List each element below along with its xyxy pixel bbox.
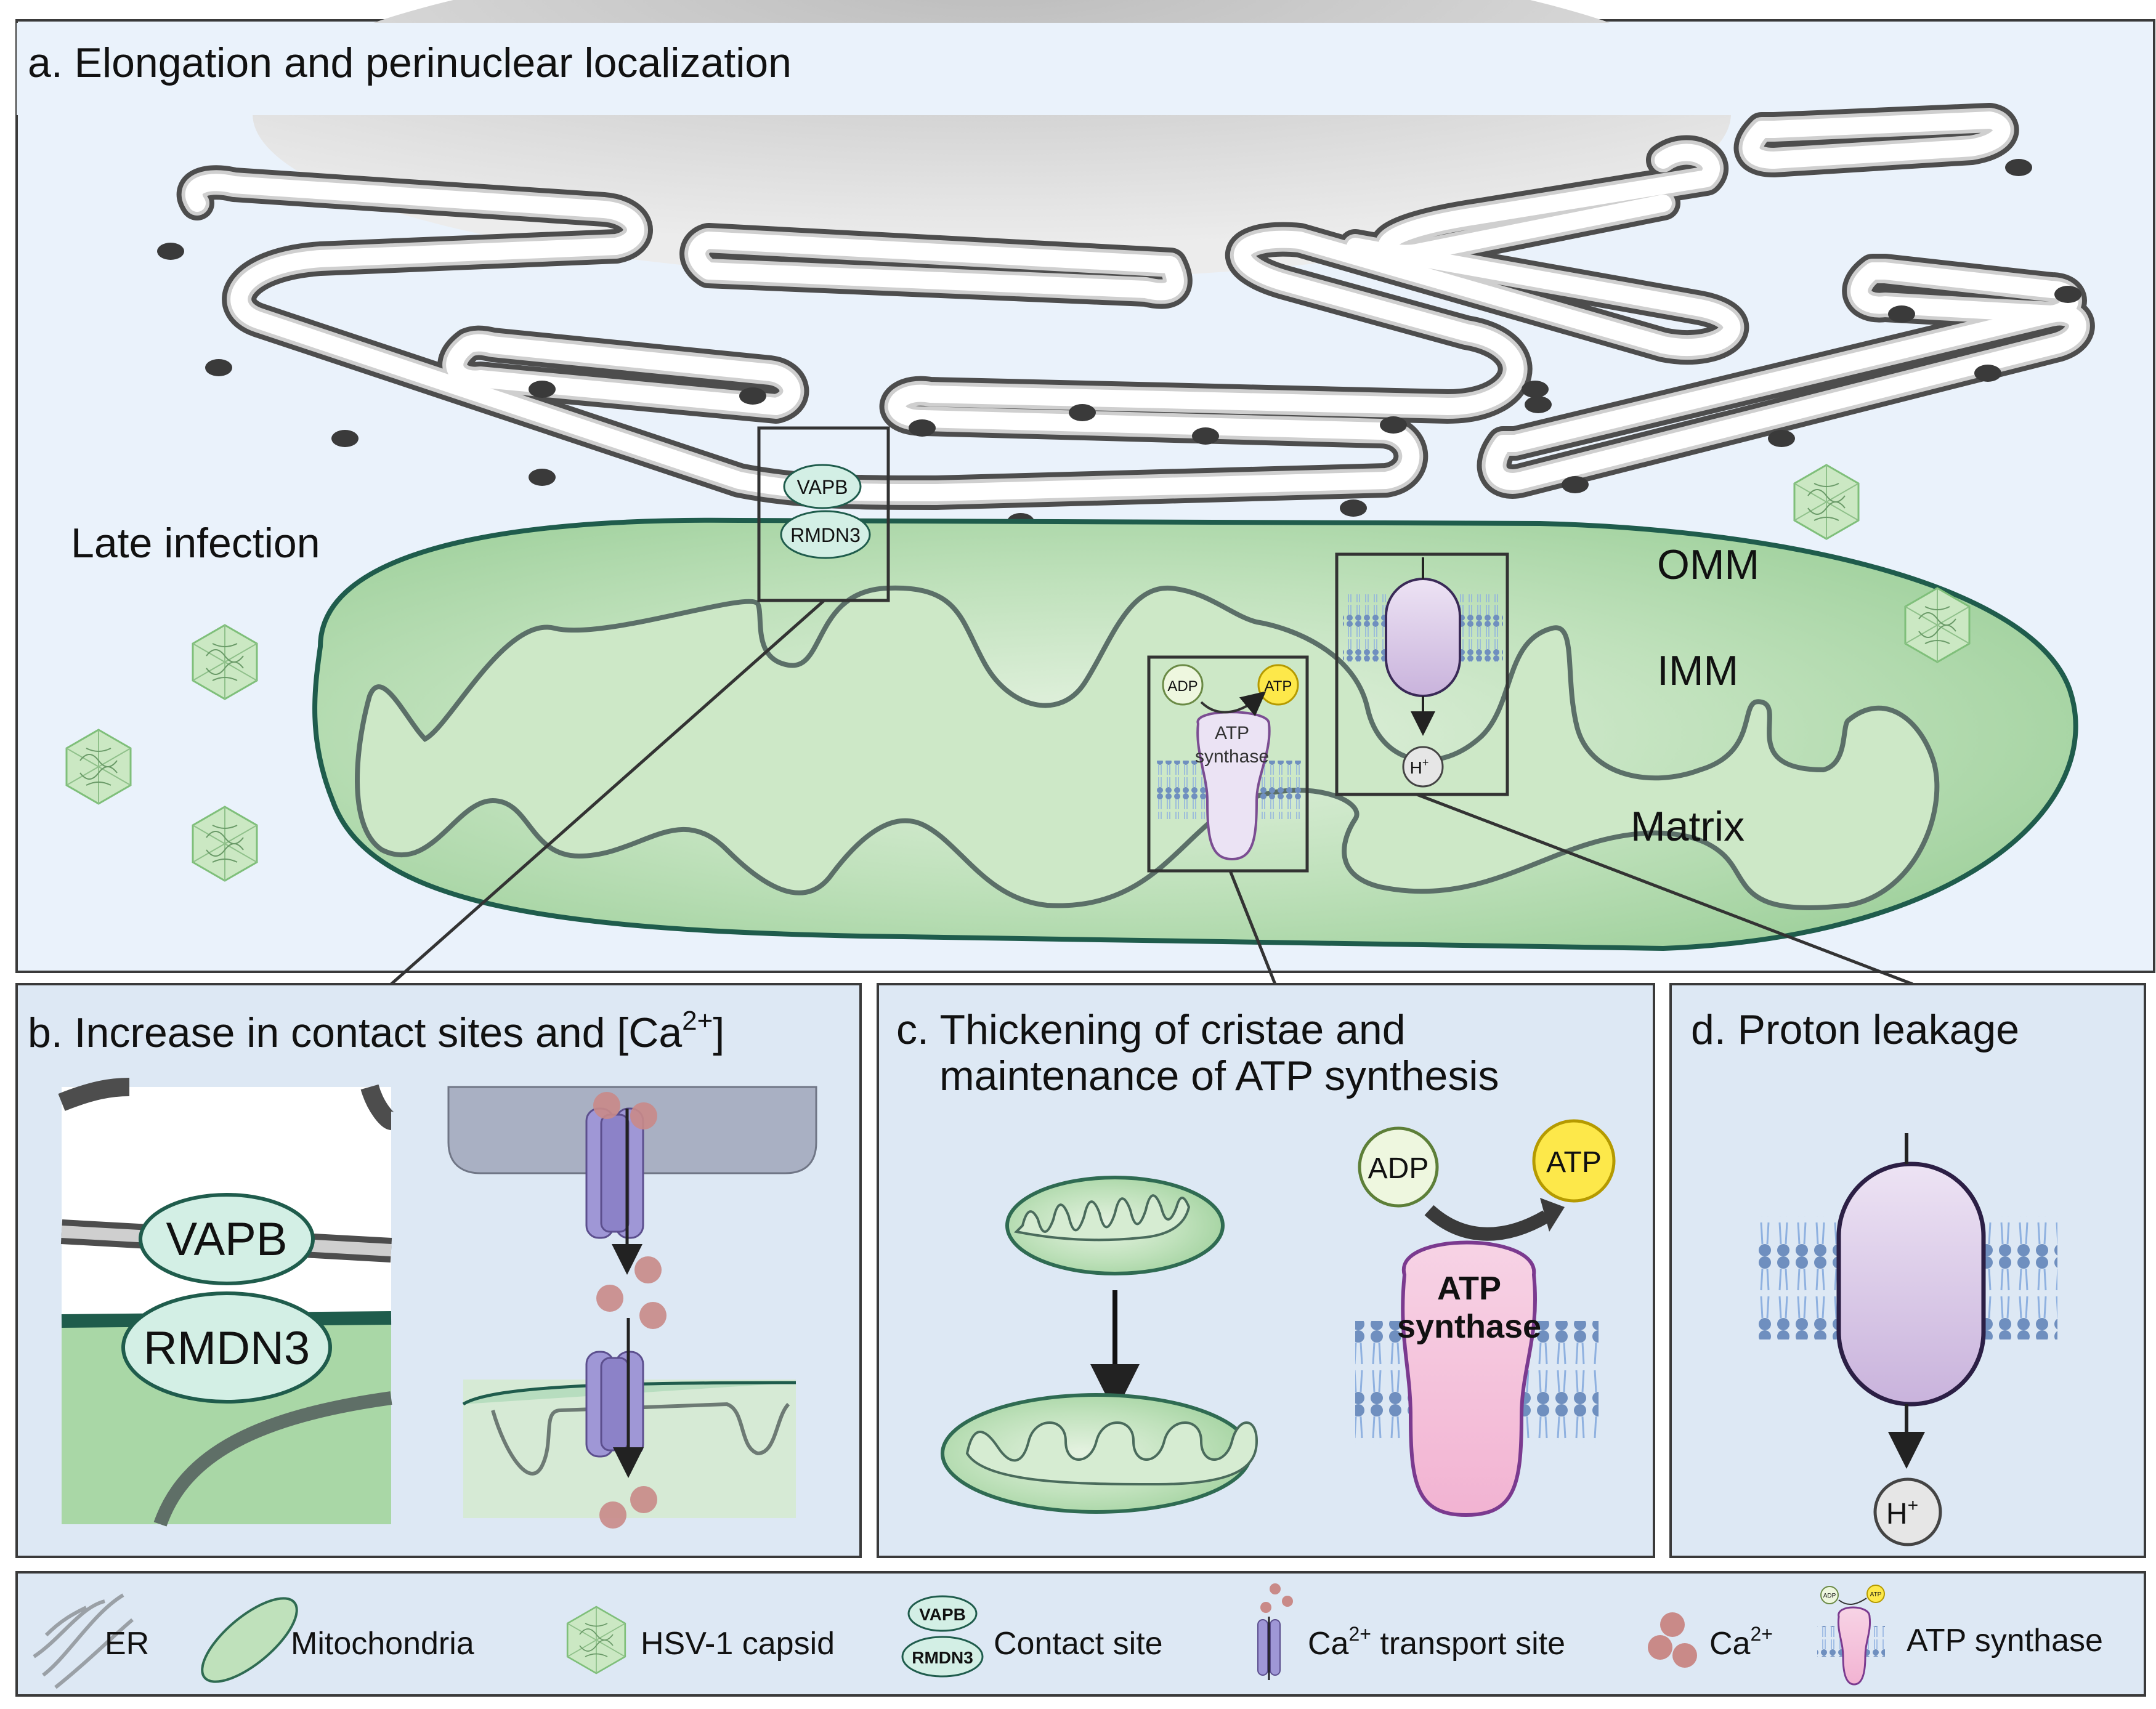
imm-label: IMM (1657, 647, 1738, 694)
mitochondrion (312, 517, 2078, 951)
channel-lower (585, 1318, 644, 1478)
legend-ca-icon (1648, 1612, 1697, 1668)
connector-c (1228, 870, 1277, 985)
h-plus-small (1402, 746, 1444, 788)
atp-synthase-small-line1: ATP (1215, 723, 1249, 743)
svg-text:ADP: ADP (1823, 1593, 1836, 1599)
legend-transport-label: Ca2+ transport site (1308, 1623, 1565, 1662)
channel-upper (585, 1107, 644, 1275)
vapb-small-label: VAPB (797, 476, 848, 498)
rmdn3-small (780, 510, 871, 559)
atp-synthase-box (1147, 655, 1309, 873)
adp-large-label: ADP (1368, 1152, 1429, 1185)
legend-contact-label: Contact site (994, 1626, 1163, 1662)
panel-d-title: d. Proton leakage (1691, 1006, 2019, 1053)
h-plus-small-label: H+ (1410, 756, 1429, 777)
calcium-ions-b (593, 1092, 667, 1529)
rmdn3-large (121, 1291, 332, 1404)
legend-transport-icon (1257, 1583, 1293, 1680)
legend-ca-label: Ca2+ (1709, 1623, 1773, 1662)
atp-synthase-large-line2: synthase (1397, 1308, 1541, 1345)
atp-synthase-large (1401, 1240, 1538, 1517)
adp-atp-small-arrow (1200, 691, 1266, 717)
rmdn3-large-label: RMDN3 (144, 1322, 310, 1375)
leak-channel-small (1385, 578, 1461, 697)
legend-rmdn3-icon (901, 1636, 984, 1678)
atp-synthase-small-line2: synthase (1195, 746, 1269, 767)
atp-synthase-large-line1: ATP (1437, 1270, 1501, 1307)
adp-large (1358, 1126, 1439, 1208)
adp-small (1162, 664, 1204, 706)
legend-frame (15, 1571, 2146, 1697)
panel-d: d. Proton leakage H+ (1669, 983, 2146, 1558)
mito-after (941, 1393, 1258, 1514)
calcium-transport-zoom (447, 1086, 817, 1529)
adp-atp-arrow-body (1424, 1205, 1550, 1241)
legend-mito-icon (201, 1597, 298, 1683)
panel-c-title-line1: c. Thickening of cristae and (896, 1006, 1406, 1053)
vapb-large (139, 1193, 315, 1285)
panel-a: a. Elongation and perinuclear localizati… (15, 0, 2155, 986)
leak-channel-large (1836, 1162, 1986, 1407)
adp-atp-arrow-head (1540, 1198, 1565, 1232)
vapb-small (783, 464, 862, 509)
rmdn3-small-label: RMDN3 (790, 524, 861, 546)
h-plus-large-label: H+ (1886, 1495, 1918, 1530)
mito-before (1005, 1176, 1225, 1275)
adp-small-label: ADP (1167, 678, 1198, 695)
contact-zoom: VAPB RMDN3 (58, 1078, 395, 1527)
omm-label: OMM (1657, 541, 1759, 588)
panel-c: c. Thickening of cristae and maintenance… (877, 983, 1655, 1558)
legend-synthase-label: ATP synthase (1907, 1623, 2103, 1658)
h-plus-large (1873, 1477, 1942, 1546)
ribosomes (157, 159, 2081, 530)
legend-er-label: ER (105, 1626, 149, 1662)
atp-large-label: ATP (1546, 1146, 1602, 1179)
er-network (177, 103, 2095, 510)
legend: ER Mitochondria HSV-1 capsid VAPB RMDN3 … (15, 1571, 2146, 1697)
legend-er-icon (33, 1593, 134, 1689)
late-infection-label: Late infection (71, 520, 320, 567)
atp-small (1257, 664, 1299, 706)
connector-b (390, 599, 825, 985)
panel-c-title-line2: maintenance of ATP synthesis (939, 1052, 1499, 1099)
legend-rmdn3-text: RMDN3 (912, 1648, 973, 1667)
atp-large (1532, 1119, 1616, 1203)
svg-text:ATP: ATP (1870, 1591, 1882, 1598)
legend-mito-label: Mitochondria (291, 1626, 474, 1662)
panel-a-title-overlay: a. Elongation and perinuclear localizati… (28, 39, 792, 86)
legend-capsid-label: HSV-1 capsid (641, 1626, 835, 1662)
connector-d (1416, 793, 1913, 986)
panel-b: b. Increase in contact sites and [Ca2+] … (15, 983, 862, 1558)
legend-vapb-icon (907, 1595, 978, 1632)
panel-b-title: b. Increase in contact sites and [Ca2+] (28, 1006, 724, 1056)
legend-vapb-text: VAPB (919, 1605, 966, 1624)
nucleus-cover (17, 23, 2152, 115)
vapb-large-label: VAPB (166, 1213, 287, 1266)
atp-small-label: ATP (1265, 678, 1292, 695)
legend-synthase-icon: ADP ATP (1817, 1585, 1885, 1686)
matrix-label: Matrix (1631, 803, 1745, 850)
proton-leak-box (1335, 552, 1509, 796)
